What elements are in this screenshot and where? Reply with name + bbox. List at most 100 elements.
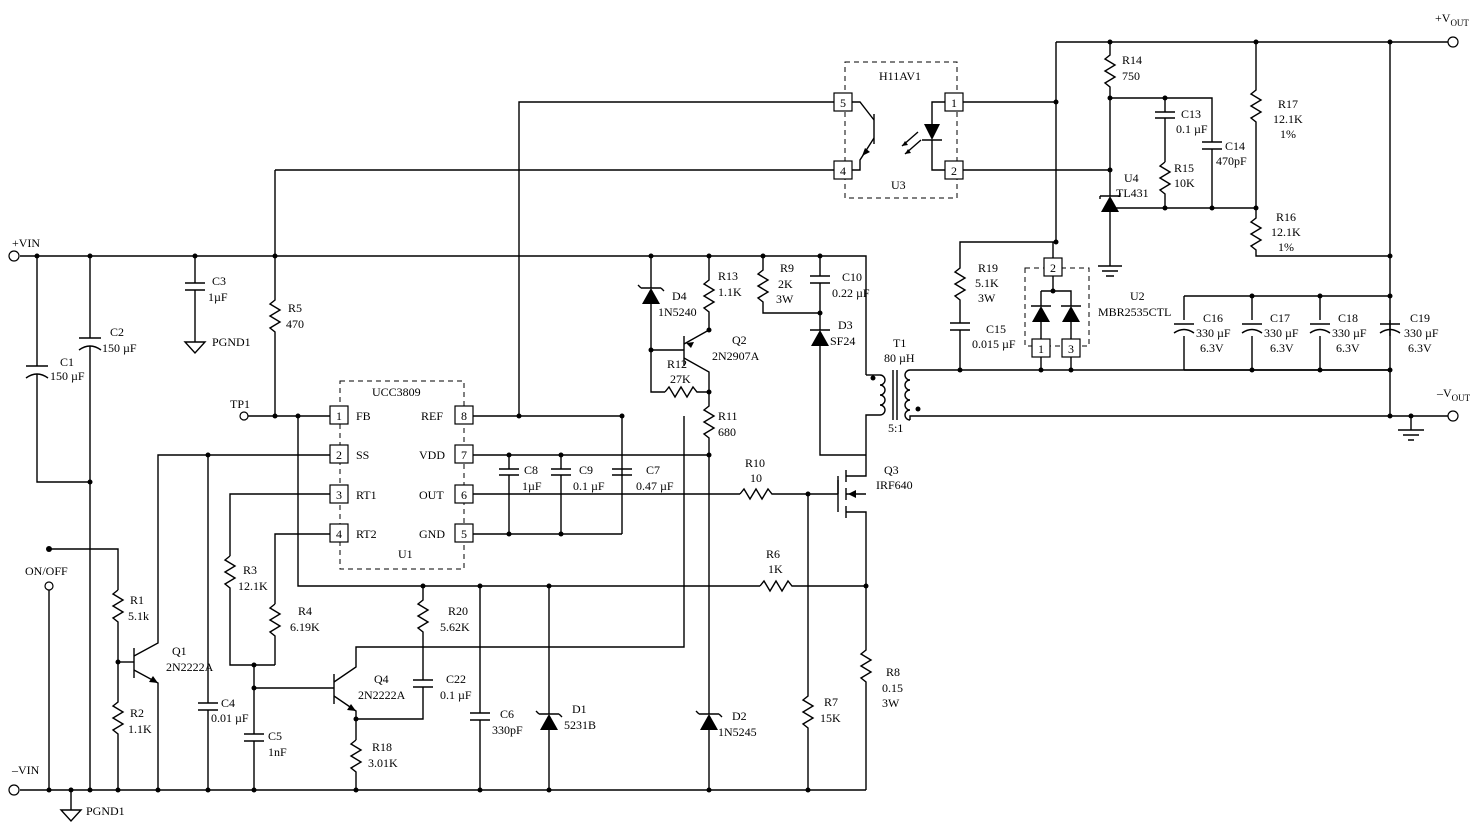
c17-value: 330 µF (1264, 326, 1299, 340)
vin-neg-terminal (8, 784, 20, 796)
q1: Q1 2N2222A (115, 454, 340, 790)
r2-value: 1.1K (128, 722, 152, 736)
input-rails: +VIN –VIN (8, 236, 866, 796)
u1-pin1-name: FB (356, 409, 371, 423)
r8: R8 0.15 3W (859, 586, 903, 790)
r5: R5 470 (268, 170, 304, 416)
tp1-terminal[interactable] (239, 411, 249, 421)
q4-ref: Q4 (374, 672, 389, 686)
r10: R10 10 (739, 456, 838, 501)
r13-value: 1.1K (718, 285, 742, 299)
r9: R9 2K 3W (756, 253, 820, 314)
u2-pin3: 3 (1068, 342, 1074, 356)
c3-ref: C3 (212, 274, 226, 288)
r17-value: 12.1K (1273, 112, 1303, 126)
c16-value: 330 µF (1196, 326, 1231, 340)
q2-ref: Q2 (732, 333, 747, 347)
u3-output-nets (963, 101, 1110, 171)
u2-part: MBR2535CTL (1098, 305, 1171, 319)
c15: C15 0.015 µF (950, 322, 1016, 373)
c17: C17 330 µF 6.3V (1241, 311, 1299, 355)
r6: R6 1K (759, 547, 869, 593)
r11-value: 680 (718, 425, 736, 439)
c1: C1 150 µF (25, 256, 90, 483)
r4: R4 6.19K (251, 603, 320, 691)
r20: R20 5.62K (416, 583, 470, 680)
c16: C16 330 µF 6.3V (1173, 311, 1231, 355)
u1-pin5-name: GND (419, 527, 445, 541)
c14: C14 470pF (1202, 139, 1247, 208)
r8-ref: R8 (886, 665, 900, 679)
d3: D3 SF24 (810, 318, 866, 456)
r4-ref: R4 (298, 604, 312, 618)
u1-pin3-name: RT1 (356, 488, 377, 502)
d4-ref: D4 (672, 289, 687, 303)
q3-part: IRF640 (876, 478, 913, 492)
c18-rating: 6.3V (1336, 341, 1360, 355)
c3: C3 1µF PGND1 (183, 256, 251, 355)
r3: R3 12.1K (223, 555, 275, 666)
r19: R19 5.1K 3W (953, 241, 1056, 323)
r17-tol: 1% (1280, 127, 1296, 141)
vin-neg-label: –VIN (11, 763, 40, 777)
c10-value: 0.22 µF (832, 286, 870, 300)
r12: R12 27K (664, 357, 709, 399)
r2: R2 1.1K (111, 660, 152, 790)
c2-ref: C2 (110, 325, 124, 339)
r5-value: 470 (286, 317, 304, 331)
q4: Q4 2N2222A (254, 416, 685, 740)
t1-ratio: 5:1 (888, 421, 903, 435)
c22-value: 0.1 µF (440, 688, 472, 702)
pgnd1-bottom: PGND1 (59, 790, 125, 823)
d4-part: 1N5240 (658, 305, 697, 319)
c7-value: 0.47 µF (636, 479, 674, 493)
on-off-label: ON/OFF (25, 564, 68, 578)
ref-to-u3-net (518, 101, 834, 416)
r8-rating: 3W (882, 696, 900, 710)
r18-ref: R18 (372, 740, 392, 754)
vin-pos-terminal (8, 250, 20, 262)
vout-neg-terminal (1447, 410, 1459, 422)
u1-pin6-name: OUT (419, 488, 444, 502)
u3-pin2: 2 (951, 164, 957, 178)
c13-value: 0.1 µF (1176, 122, 1208, 136)
q3-ref: Q3 (884, 463, 899, 477)
d1: D1 5231B (535, 583, 596, 790)
r16-value: 12.1K (1271, 225, 1301, 239)
c19-value: 330 µF (1404, 326, 1439, 340)
c7-ref: C7 (646, 463, 660, 477)
output-cap-bank (1183, 293, 1393, 373)
u4-ref: U4 (1124, 171, 1139, 185)
r15-value: 10K (1174, 176, 1195, 190)
on-off-terminal[interactable] (44, 581, 54, 591)
c1-ref: C1 (60, 355, 74, 369)
u4-cathode-net (1110, 97, 1213, 142)
d2-part: 1N5245 (718, 725, 757, 739)
u3-ref: U3 (891, 178, 906, 192)
c22: C22 0.1 µF (356, 672, 472, 720)
q3: Q3 IRF640 (837, 455, 913, 586)
u2-ref: U2 (1130, 289, 1145, 303)
u2-pin1: 1 (1038, 342, 1044, 356)
t1-transformer: T1 80 µH 5:1 (865, 336, 1390, 455)
r1: R1 5.1k (111, 589, 149, 660)
r3-value: 12.1K (238, 579, 268, 593)
r16-tol: 1% (1278, 240, 1294, 254)
r14-value: 750 (1122, 69, 1140, 83)
c6-value: 330pF (492, 723, 523, 737)
c15-value: 0.015 µF (972, 337, 1016, 351)
ref-gnd-net (473, 415, 623, 535)
c18-value: 330 µF (1332, 326, 1367, 340)
c4: C4 0.01 µF (198, 452, 249, 790)
c14-value: 470pF (1216, 154, 1247, 168)
u3-pin4: 4 (840, 164, 846, 178)
r18-value: 3.01K (368, 756, 398, 770)
r11-ref: R11 (718, 409, 738, 423)
r19-rating: 3W (978, 291, 996, 305)
c18-ref: C18 (1338, 311, 1358, 325)
r6-value: 1K (768, 562, 783, 576)
r19-value: 5.1K (975, 276, 999, 290)
r14: R14 750 (1103, 42, 1142, 101)
q2: Q2 2N2907A (651, 329, 760, 395)
